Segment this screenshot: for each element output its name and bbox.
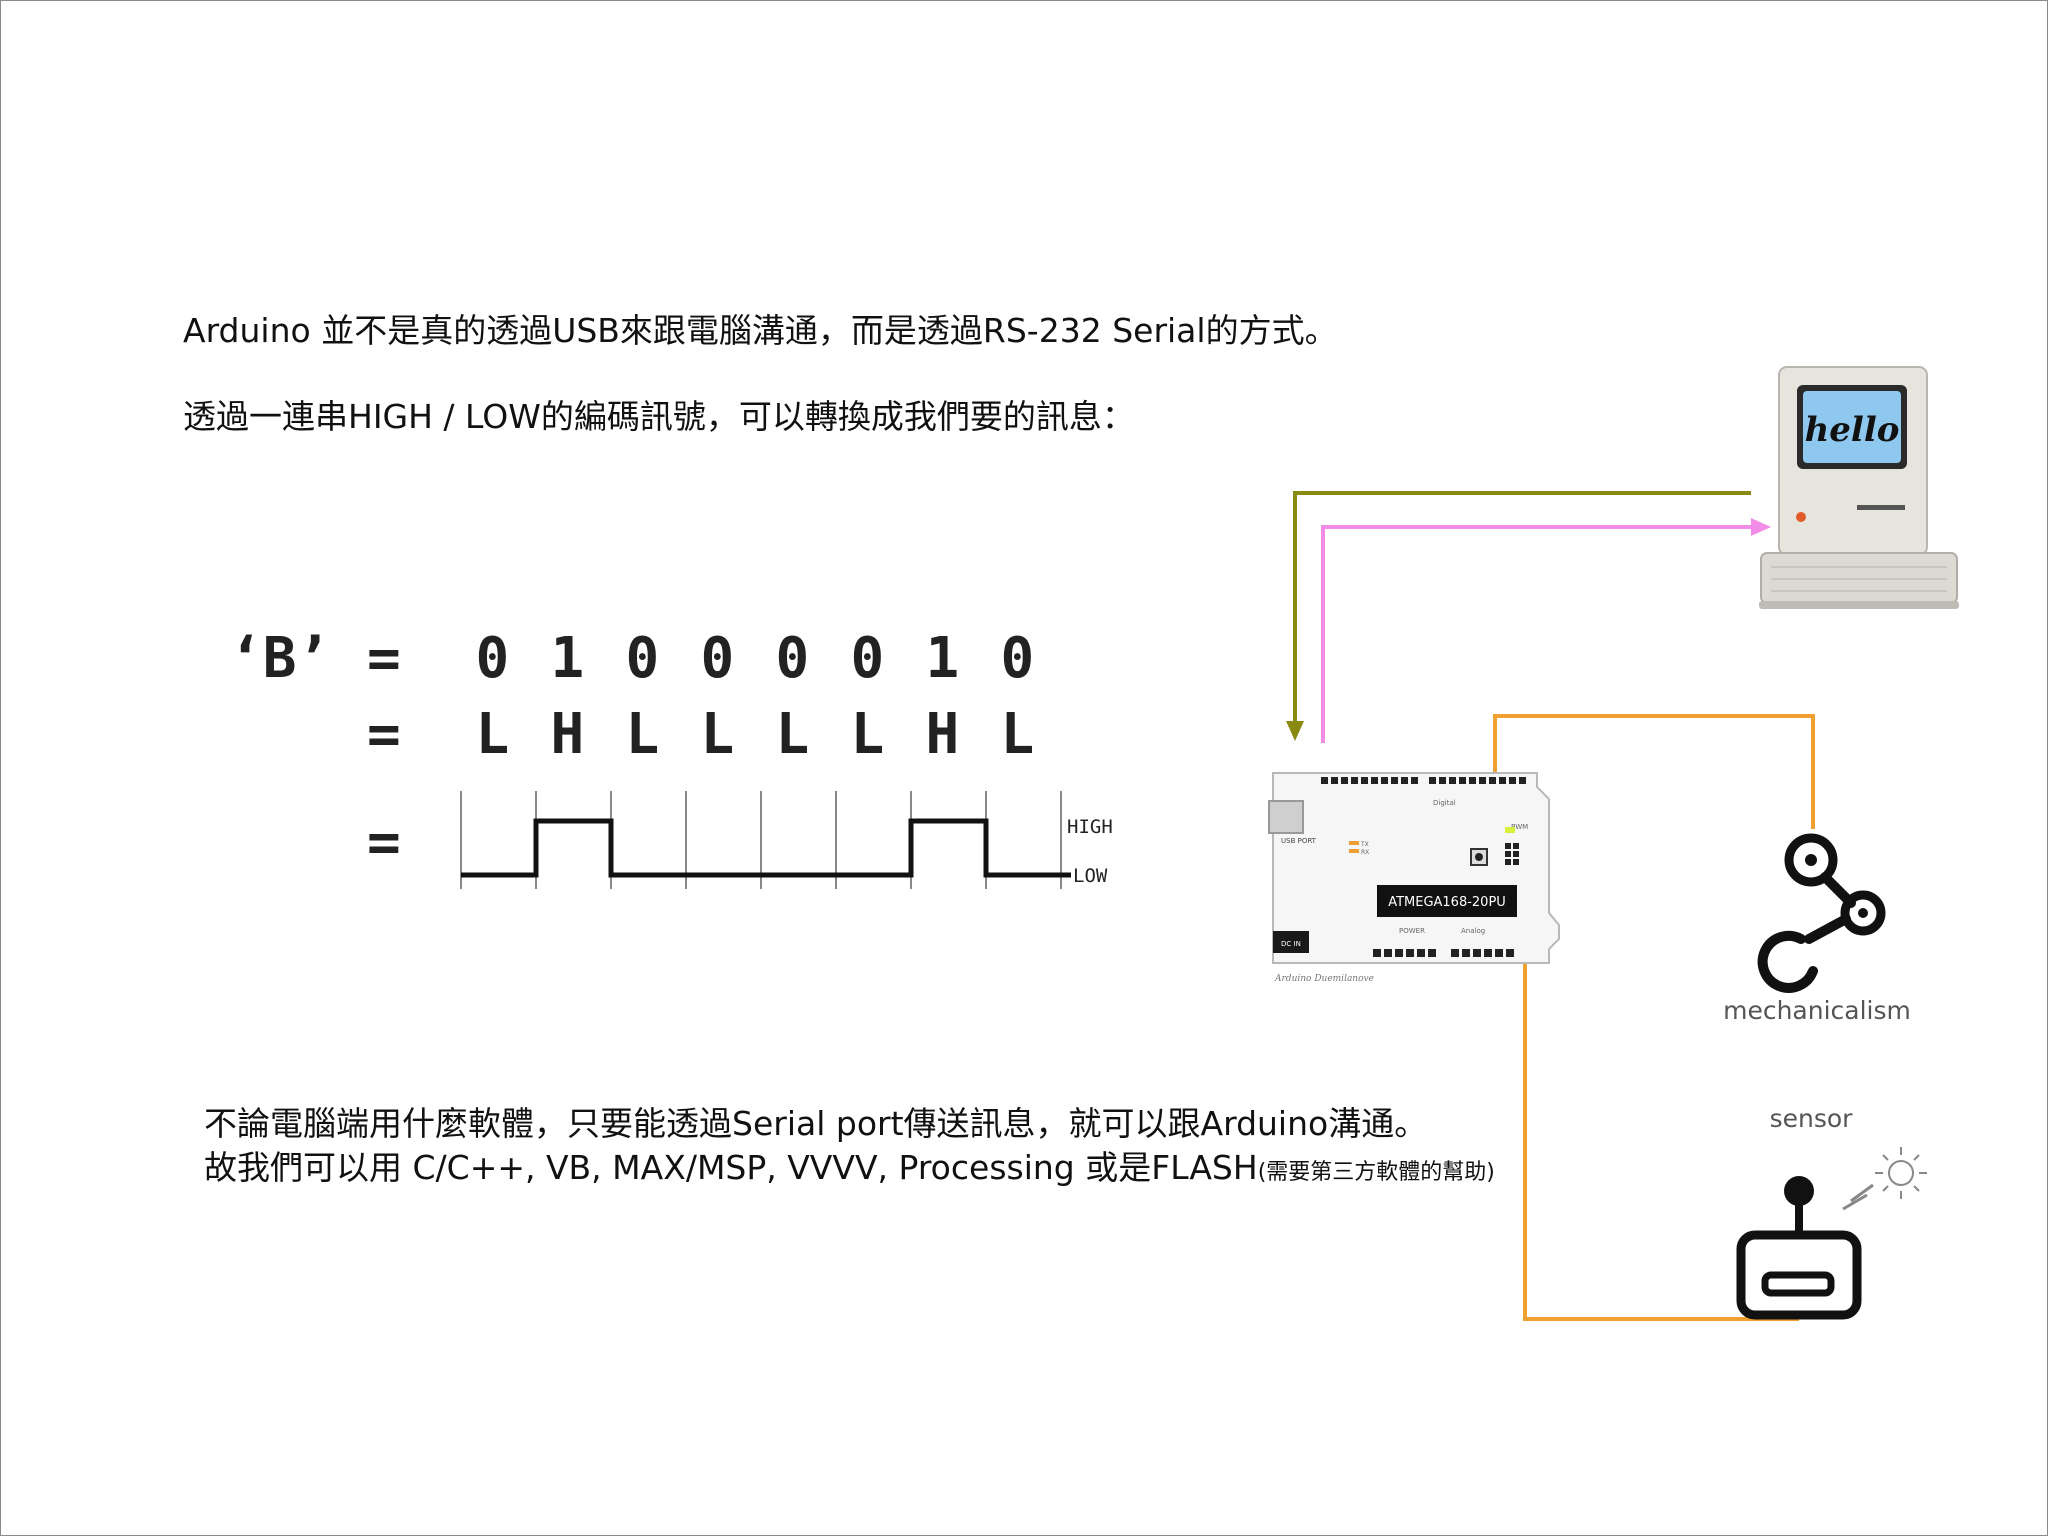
- software-text-1: 不論電腦端用什麼軟體，只要能透過Serial port傳送訊息，就可以跟Ardu…: [204, 1104, 1428, 1143]
- header-pin: [1428, 949, 1436, 957]
- analog-label: Analog: [1461, 927, 1485, 935]
- bit-value: 0: [476, 626, 510, 691]
- header-pin: [1417, 949, 1425, 957]
- arrow-down-icon: [1286, 721, 1304, 741]
- pwm-label: PWM: [1511, 823, 1528, 831]
- intro-text-1: Arduino 並不是真的透過USB來跟電腦溝通，而是透過RS-232 Seri…: [183, 311, 1338, 350]
- arduino-board: USB PORT DC IN Digital PWM POWER Analog …: [1268, 772, 1560, 984]
- mechanicalism-label: mechanicalism: [1723, 996, 1911, 1025]
- wire-board-to-mechanism: [1493, 714, 1815, 829]
- equals-2: =: [367, 702, 401, 767]
- level-value: H: [926, 702, 960, 767]
- sensor-icon: [1736, 1176, 1862, 1320]
- board-name: Arduino Duemilanove: [1274, 974, 1374, 984]
- header-pin: [1361, 777, 1368, 784]
- header-pin: [1489, 777, 1496, 784]
- bit-value: 0: [776, 626, 810, 691]
- dc-jack: [1273, 931, 1309, 953]
- header-pin: [1406, 949, 1414, 957]
- bit-value: 0: [851, 626, 885, 691]
- light-ray-icon: [1842, 1183, 1874, 1211]
- bit-value: 1: [926, 626, 960, 691]
- usb-label: USB PORT: [1281, 837, 1317, 845]
- rx-label: RX: [1361, 849, 1369, 856]
- software-note: (需要第三方軟體的幫助): [1257, 1160, 1495, 1185]
- char-b-label: ‘B’: [229, 626, 330, 691]
- header-pin: [1495, 949, 1503, 957]
- header-pin: [1459, 777, 1466, 784]
- software-list: 故我們可以用 C/C++, VB, MAX/MSP, VVVV, Process…: [204, 1148, 1258, 1187]
- atmega-chip: [1377, 885, 1517, 917]
- serial-waveform: [461, 818, 1071, 878]
- header-pin: [1401, 777, 1408, 784]
- header-pin: [1473, 949, 1481, 957]
- header-pin: [1439, 777, 1446, 784]
- header-pin: [1373, 949, 1381, 957]
- header-pin: [1449, 777, 1456, 784]
- header-pin: [1499, 777, 1506, 784]
- sensor-label: sensor: [1770, 1104, 1854, 1133]
- bit-value: 1: [551, 626, 585, 691]
- software-text-2: 故我們可以用 C/C++, VB, MAX/MSP, VVVV, Process…: [204, 1148, 1495, 1193]
- mechanism-icon: [1757, 833, 1886, 993]
- header-pin: [1351, 777, 1358, 784]
- analog-power-headers: [1373, 949, 1514, 957]
- wire-board-to-computer: [1321, 525, 1755, 743]
- header-pin: [1509, 777, 1516, 784]
- header-pin: [1451, 949, 1459, 957]
- header-pin: [1381, 777, 1388, 784]
- level-value: L: [1001, 702, 1035, 767]
- level-value: L: [626, 702, 660, 767]
- header-pin: [1479, 777, 1486, 784]
- header-pin: [1506, 949, 1514, 957]
- header-pin: [1462, 949, 1470, 957]
- sun-icon: [1875, 1147, 1927, 1199]
- wire-computer-to-board: [1293, 491, 1751, 731]
- high-label: HIGH: [1067, 816, 1113, 838]
- screen-hello-text: hello: [1805, 410, 1900, 450]
- level-value: H: [551, 702, 585, 767]
- header-pin: [1429, 777, 1436, 784]
- computer-icon: hello: [1759, 366, 1959, 609]
- power-label: POWER: [1399, 927, 1425, 935]
- chip-label: ATMEGA168-20PU: [1388, 895, 1506, 910]
- dc-label: DC IN: [1281, 940, 1301, 948]
- level-value: L: [476, 702, 510, 767]
- digital-headers: [1321, 777, 1526, 784]
- wire-board-to-sensor: [1523, 959, 1799, 1321]
- equals-1: =: [367, 626, 401, 691]
- header-pin: [1411, 777, 1418, 784]
- arrow-right-icon: [1751, 518, 1771, 536]
- header-pin: [1391, 777, 1398, 784]
- bit-value: 0: [626, 626, 660, 691]
- usb-port: [1268, 800, 1304, 834]
- level-value: L: [776, 702, 810, 767]
- header-pin: [1371, 777, 1378, 784]
- header-pin: [1484, 949, 1492, 957]
- level-value: L: [701, 702, 735, 767]
- header-pin: [1395, 949, 1403, 957]
- tx-label: TX: [1360, 841, 1369, 848]
- intro-text-2: 透過一連串HIGH / LOW的編碼訊號，可以轉換成我們要的訊息：: [183, 397, 1135, 436]
- header-pin: [1341, 777, 1348, 784]
- header-pin: [1331, 777, 1338, 784]
- header-pin: [1321, 777, 1328, 784]
- low-label: LOW: [1073, 865, 1108, 887]
- header-pin: [1519, 777, 1526, 784]
- header-pin: [1384, 949, 1392, 957]
- header-pin: [1469, 777, 1476, 784]
- equals-3: =: [367, 810, 401, 875]
- digital-label: Digital: [1433, 799, 1456, 807]
- bit-value: 0: [1001, 626, 1035, 691]
- level-value: L: [851, 702, 885, 767]
- bit-value: 0: [701, 626, 735, 691]
- wires: [1286, 491, 1815, 1321]
